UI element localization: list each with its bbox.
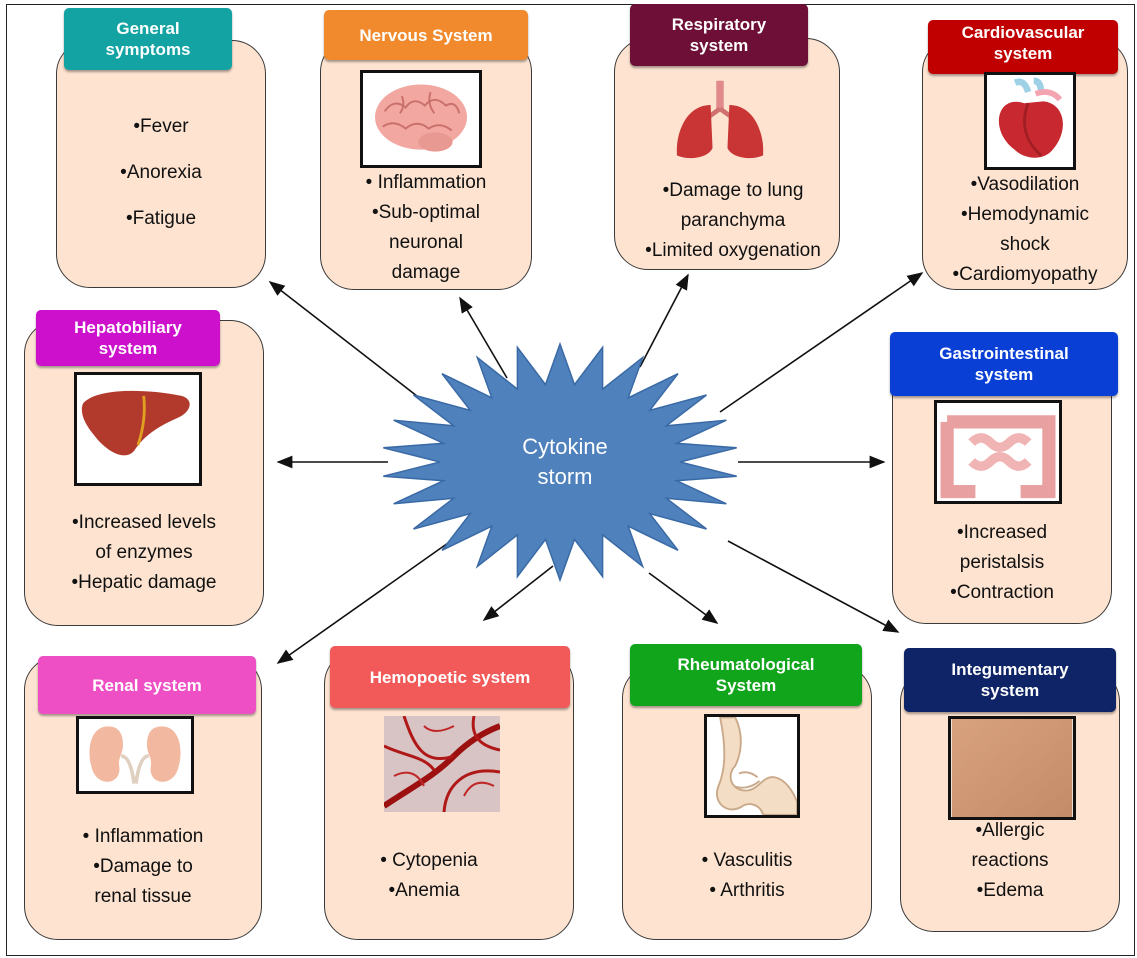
- arrow-renal: [278, 543, 448, 663]
- gastrointestinal-system-header: Gastrointestinal system: [890, 332, 1118, 396]
- heart-icon: [987, 75, 1073, 167]
- integ-title-line2: system: [981, 680, 1040, 701]
- respiratory-item: •Limited oxygenation: [620, 236, 846, 266]
- integ-item: •Edema: [900, 876, 1120, 906]
- arrow-respiratory: [640, 275, 688, 367]
- brain-image: [360, 70, 482, 168]
- cardio-title-line2: system: [994, 43, 1053, 64]
- joint-icon: [707, 717, 797, 815]
- brain-icon: [363, 73, 479, 165]
- nervous-system-list: • Inflammation •Sub-optimal neuronal dam…: [320, 168, 532, 288]
- renal-item: renal tissue: [24, 882, 262, 912]
- integ-item: reactions: [900, 846, 1120, 876]
- general-title-line2: symptoms: [105, 39, 190, 60]
- respiratory-system-list: •Damage to lung paranchyma •Limited oxyg…: [620, 176, 846, 266]
- respiratory-title-line2: system: [690, 35, 749, 56]
- gastro-title-line2: system: [975, 364, 1034, 385]
- general-item: •Fever: [56, 104, 266, 150]
- gastrointestinal-system-list: •Increased peristalsis •Contraction: [892, 518, 1112, 608]
- gastro-item: •Increased: [892, 518, 1112, 548]
- gastro-title-line1: Gastrointestinal: [939, 343, 1068, 364]
- blood-vessels-image: [384, 716, 500, 812]
- hepato-title-line2: system: [99, 338, 158, 359]
- skin-image: [948, 716, 1076, 820]
- nervous-item: • Inflammation: [320, 168, 532, 198]
- renal-system-list: • Inflammation •Damage to renal tissue: [24, 822, 262, 912]
- general-symptoms-list: •Fever •Anorexia •Fatigue: [56, 104, 266, 242]
- hemopoetic-system-header: Hemopoetic system: [330, 646, 570, 708]
- general-item: •Fatigue: [56, 196, 266, 242]
- cytokine-storm-label: Cytokine storm: [480, 432, 650, 492]
- nervous-title: Nervous System: [359, 25, 492, 46]
- hepato-title-line1: Hepatobiliary: [74, 317, 182, 338]
- lungs-image: [664, 74, 776, 166]
- blood-vessels-icon: [384, 716, 500, 812]
- rheum-item: • Arthritis: [622, 876, 872, 906]
- rheumatological-system-header: Rheumatological System: [630, 644, 862, 706]
- rheum-title-line2: System: [716, 675, 776, 696]
- rheumatological-system-list: • Vasculitis • Arthritis: [622, 846, 872, 906]
- cardio-item: •Vasodilation: [922, 170, 1128, 200]
- hemo-title: Hemopoetic system: [370, 667, 531, 688]
- cardio-title-line1: Cardiovascular: [962, 22, 1085, 43]
- hepato-item: •Hepatic damage: [24, 568, 264, 598]
- renal-title: Renal system: [92, 675, 202, 696]
- hepatobiliary-system-header: Hepatobiliary system: [36, 310, 220, 366]
- cardio-item: shock: [922, 230, 1128, 260]
- respiratory-system-header: Respiratory system: [630, 4, 808, 66]
- hepato-item: of enzymes: [24, 538, 264, 568]
- hemo-item: •Anemia: [324, 876, 574, 906]
- cardiovascular-system-list: •Vasodilation •Hemodynamic shock •Cardio…: [922, 170, 1128, 290]
- general-title-line1: General: [116, 18, 179, 39]
- nervous-item: neuronal: [320, 228, 532, 258]
- renal-system-header: Renal system: [38, 656, 256, 714]
- rheum-title-line1: Rheumatological: [678, 654, 815, 675]
- liver-image: [74, 372, 202, 486]
- integumentary-system-header: Integumentary system: [904, 648, 1116, 712]
- renal-item: •Damage to: [24, 852, 262, 882]
- integ-title-line1: Integumentary: [951, 659, 1068, 680]
- hemo-item: • Cytopenia: [324, 846, 574, 876]
- cardiovascular-system-header: Cardiovascular system: [928, 20, 1118, 74]
- nervous-item: damage: [320, 258, 532, 288]
- storm-label-line2: storm: [480, 462, 650, 492]
- kidney-icon: [79, 719, 191, 791]
- gastro-item: •Contraction: [892, 578, 1112, 608]
- respiratory-item: •Damage to lung: [620, 176, 846, 206]
- hemopoetic-system-list: • Cytopenia •Anemia: [324, 846, 574, 906]
- gastro-item: peristalsis: [892, 548, 1112, 578]
- renal-item: • Inflammation: [24, 822, 262, 852]
- respiratory-item: paranchyma: [620, 206, 846, 236]
- arrow-integ: [728, 541, 898, 632]
- integ-item: •Allergic: [900, 816, 1120, 846]
- intestine-image: [934, 400, 1062, 504]
- storm-label-line1: Cytokine: [480, 432, 650, 462]
- cardio-item: •Cardiomyopathy: [922, 260, 1128, 290]
- heart-image: [984, 72, 1076, 170]
- nervous-item: •Sub-optimal: [320, 198, 532, 228]
- cardio-item: •Hemodynamic: [922, 200, 1128, 230]
- respiratory-title-line1: Respiratory: [672, 14, 766, 35]
- intestine-icon: [937, 403, 1059, 501]
- general-symptoms-header: General symptoms: [64, 8, 232, 70]
- nervous-system-header: Nervous System: [324, 10, 528, 60]
- liver-icon: [77, 375, 199, 483]
- general-item: •Anorexia: [56, 150, 266, 196]
- lungs-icon: [667, 77, 773, 163]
- skin-icon: [951, 719, 1073, 817]
- integumentary-system-list: •Allergic reactions •Edema: [900, 816, 1120, 906]
- joint-image: [704, 714, 800, 818]
- arrow-general: [270, 282, 435, 410]
- kidney-image: [76, 716, 194, 794]
- hepatobiliary-system-list: •Increased levels of enzymes •Hepatic da…: [24, 508, 264, 598]
- arrow-rheum: [649, 573, 717, 623]
- rheum-item: • Vasculitis: [622, 846, 872, 876]
- hepato-item: •Increased levels: [24, 508, 264, 538]
